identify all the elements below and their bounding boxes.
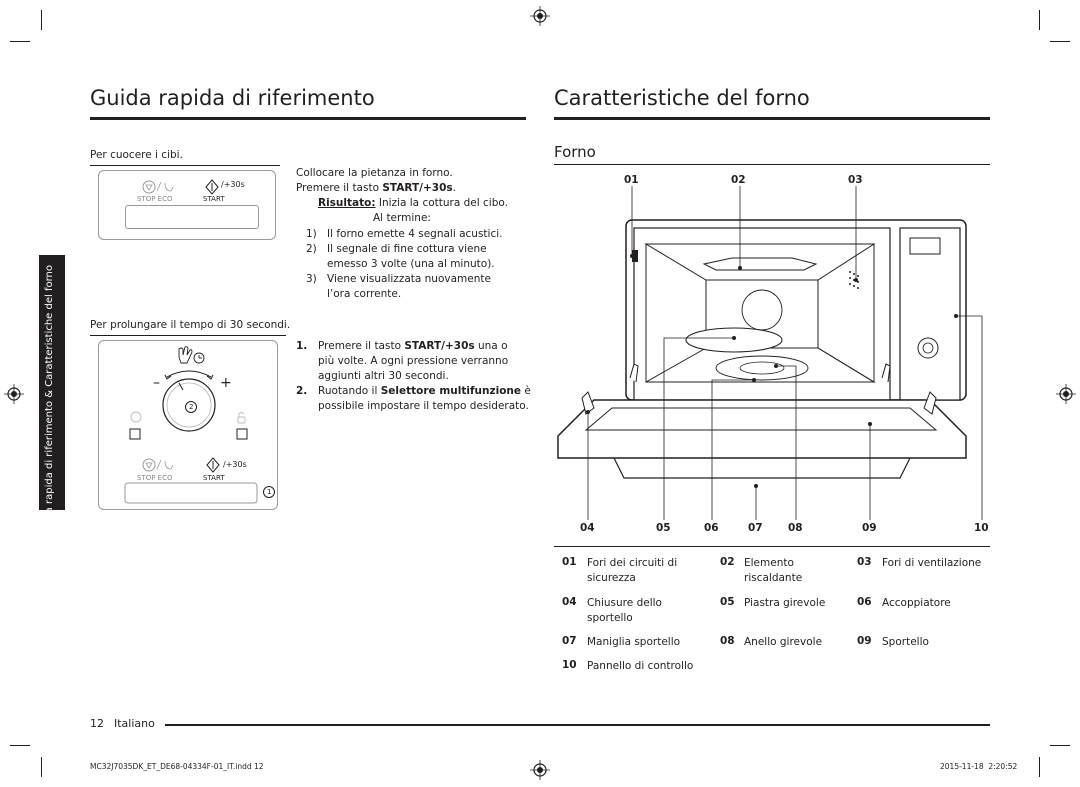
- step-number: 2): [306, 243, 317, 255]
- title-rule: [554, 117, 990, 120]
- legend-text: Accoppiatore: [882, 597, 951, 609]
- legend-number: 09: [857, 635, 872, 647]
- footer-rule: [165, 724, 990, 726]
- start-label: START: [203, 195, 225, 203]
- callout-number: 02: [731, 174, 746, 186]
- legend-text: Anello girevole: [744, 636, 823, 648]
- instruction-line: Premere il tasto START/+30s.: [296, 182, 456, 194]
- legend-text: Fori di ventilazione: [882, 557, 982, 569]
- crop-mark: [10, 41, 30, 42]
- crop-mark: [1050, 745, 1070, 746]
- page-number: 12: [90, 717, 104, 730]
- stop-eco-label: STOP ECO: [137, 474, 173, 482]
- legend-number: 01: [562, 556, 577, 568]
- crop-mark: [1039, 757, 1040, 777]
- callout-number: 03: [848, 174, 863, 186]
- legend-number: 10: [562, 659, 577, 671]
- step-number: 1.: [296, 340, 308, 352]
- title-rule: [90, 117, 526, 120]
- callout-number: 06: [704, 522, 719, 534]
- legend-number: 02: [720, 556, 735, 568]
- crop-mark: [1050, 41, 1070, 42]
- callout-number: 07: [748, 522, 763, 534]
- legend-number: 07: [562, 635, 577, 647]
- crop-mark: [10, 745, 30, 746]
- control-panel-illustration: – + 2 /+30s STOP ECO START 1: [98, 340, 278, 510]
- minus-label: –: [153, 375, 160, 391]
- section-rule: [554, 164, 990, 165]
- step-number: 1): [306, 228, 317, 240]
- step-text: Viene visualizzata nuovamente: [327, 273, 491, 285]
- callout-number: 10: [974, 522, 989, 534]
- section-rule: [90, 335, 286, 336]
- callout-number: 04: [580, 522, 595, 534]
- callout-number: 08: [788, 522, 803, 534]
- side-tab-label: Guida rapida di riferimento & Caratteris…: [44, 265, 55, 537]
- step-text: aggiunti altri 30 secondi.: [318, 370, 449, 382]
- instruction-line: Collocare la pietanza in forno.: [296, 167, 453, 179]
- crop-mark: [1039, 10, 1040, 30]
- control-panel-illustration: /+30s STOP ECO START: [98, 170, 276, 240]
- callout-badge: 2: [185, 401, 198, 413]
- page-title-right: Caratteristiche del forno: [554, 86, 810, 110]
- display-window: [125, 205, 259, 229]
- legend-number: 08: [720, 635, 735, 647]
- legend-text: Piastra girevole: [744, 597, 826, 609]
- start-label: START: [203, 474, 225, 482]
- oven-diagram: [557, 186, 983, 520]
- step-text: possibile impostare il tempo desiderato.: [318, 400, 529, 412]
- legend-rule: [554, 546, 990, 547]
- section-subtitle: Forno: [554, 143, 596, 161]
- step-number: 3): [306, 273, 317, 285]
- callout-number: 05: [656, 522, 671, 534]
- crop-mark: [41, 10, 42, 30]
- legend-text: Sportello: [882, 636, 929, 648]
- section-label-extend: Per prolungare il tempo di 30 secondi.: [90, 319, 291, 331]
- footer-date: 2015-11-18 ￼ 2:20:52: [940, 762, 1018, 771]
- registration-mark-icon: [4, 384, 24, 404]
- legend-number: 06: [857, 596, 872, 608]
- plus30-label: /+30s: [221, 180, 245, 189]
- callout-number: 01: [624, 174, 639, 186]
- plus-label: +: [220, 375, 232, 391]
- callout-badge: 1: [263, 486, 276, 498]
- section-label-cook: Per cuocere i cibi.: [90, 149, 183, 161]
- section-rule: [90, 165, 280, 166]
- callout-number: 09: [862, 522, 877, 534]
- footer-file-info: MC32J7035DK_ET_DE68-04334F-01_IT.indd 12: [90, 762, 264, 771]
- stop-eco-label: STOP ECO: [137, 195, 173, 203]
- result-line: Risultato: Inizia la cottura del cibo.: [318, 197, 508, 209]
- start-icon: [205, 179, 219, 195]
- step-text: Premere il tasto START/+30s una o: [318, 340, 508, 352]
- dial-panel-drawing: [124, 346, 258, 504]
- step-text: Il segnale di fine cottura viene: [327, 243, 487, 255]
- legend-number: 03: [857, 556, 872, 568]
- crop-mark: [41, 757, 42, 777]
- al-termine: Al termine:: [373, 212, 431, 224]
- legend-number: 04: [562, 596, 577, 608]
- step-number: 2.: [296, 385, 308, 397]
- footer-language: Italiano: [114, 717, 155, 730]
- legend-number: 05: [720, 596, 735, 608]
- step-text: l’ora corrente.: [327, 288, 402, 300]
- registration-mark-icon: [530, 760, 550, 780]
- step-text: più volte. A ogni pressione verranno: [318, 355, 509, 367]
- legend-text: Pannello di controllo: [587, 660, 694, 672]
- step-text: Ruotando il Selettore multifunzione è: [318, 385, 531, 397]
- registration-mark-icon: [1056, 384, 1076, 404]
- step-text: Il forno emette 4 segnali acustici.: [327, 228, 503, 240]
- stop-eco-icon: [142, 180, 174, 194]
- plus30-label: /+30s: [223, 460, 247, 469]
- step-text: emesso 3 volte (una al minuto).: [327, 258, 495, 270]
- registration-mark-icon: [530, 6, 550, 26]
- legend-text: Maniglia sportello: [587, 636, 681, 648]
- page-title-left: Guida rapida di riferimento: [90, 86, 375, 110]
- side-tab: Guida rapida di riferimento & Caratteris…: [39, 255, 65, 537]
